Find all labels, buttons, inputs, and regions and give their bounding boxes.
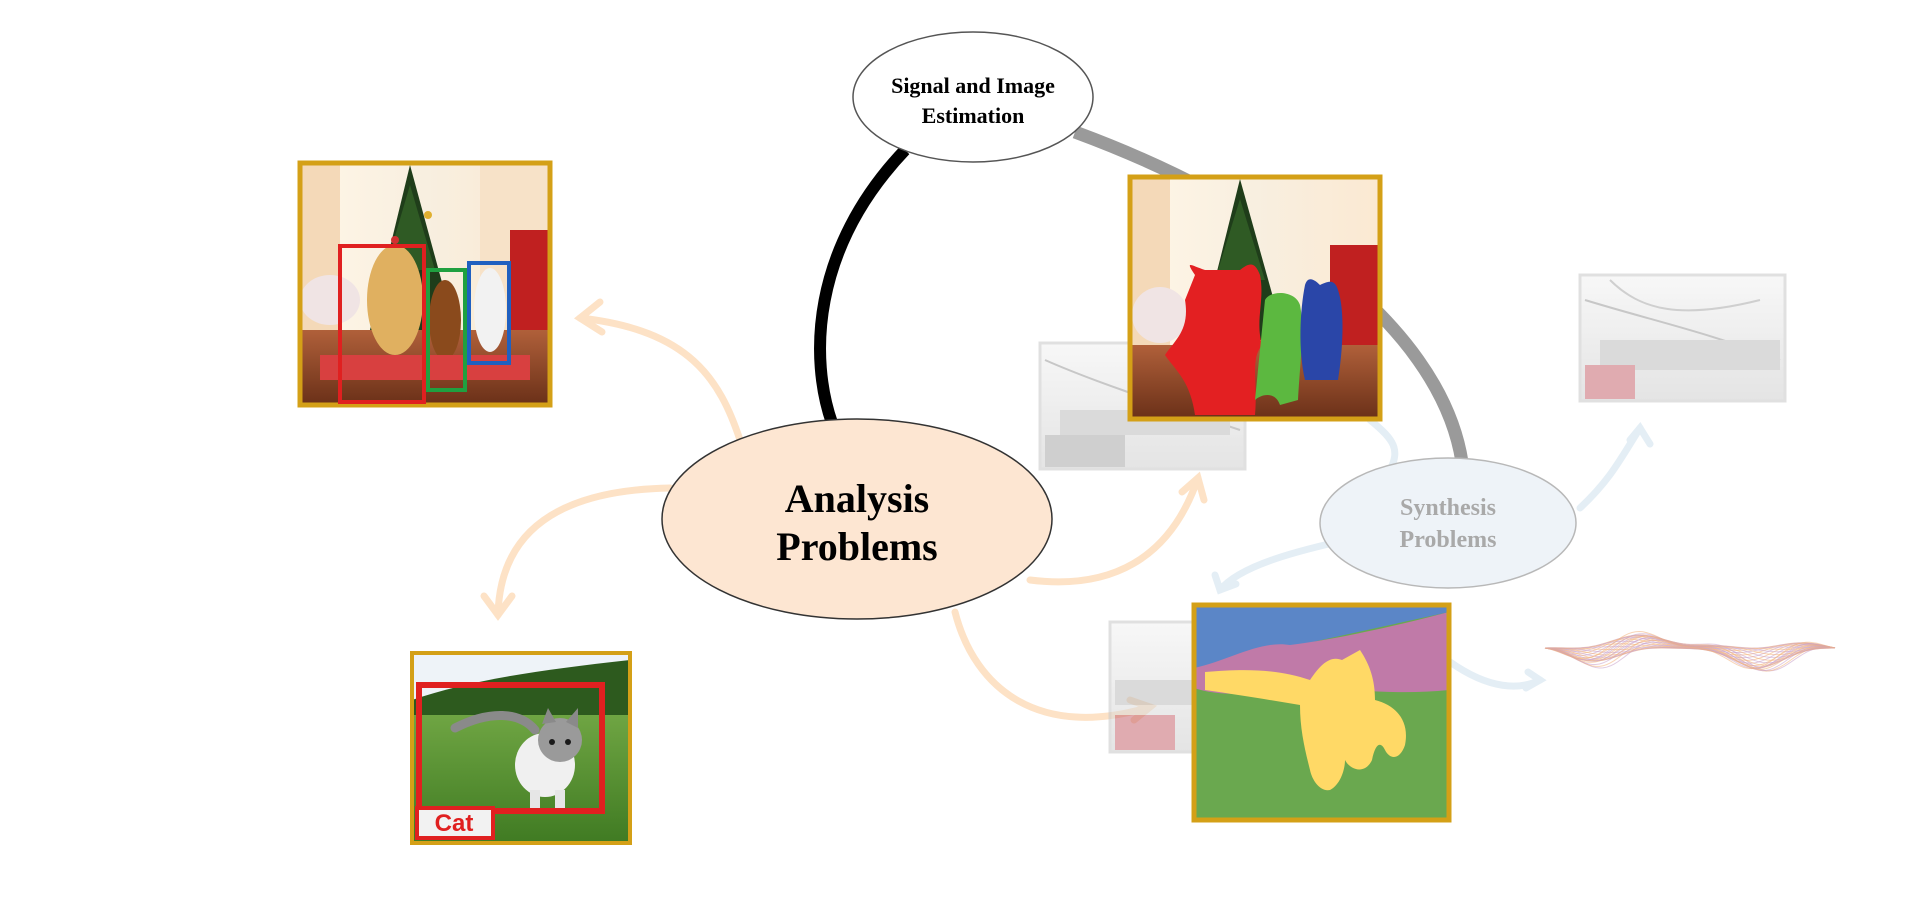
winter-scene-photo-right [1578,273,1787,403]
signal-line2: Estimation [922,103,1025,128]
signal-line1: Signal and Image [891,73,1055,98]
cat-bounding-box [467,261,511,365]
detection-image [297,160,553,408]
analysis-line1: Analysis [785,476,930,521]
cat-label-tag [415,806,495,840]
puppy-bounding-box [426,268,467,392]
kitten-bounding-box [416,682,605,814]
signal-estimation-node: Signal and Image Estimation [852,31,1094,163]
waveform-line [1544,630,1836,670]
dog-bounding-box [338,244,426,404]
black-cycle-arc [814,145,910,425]
synthesis-problems-node: Synthesis Problems [1319,457,1577,589]
waveform-line [1544,633,1836,670]
waveform-graphic [1544,630,1836,672]
analysis-line2: Problems [776,524,937,569]
semantic-map-image [1191,602,1452,823]
analysis-problems-node: Analysis Problems [661,418,1053,620]
synthesis-line1: Synthesis [1400,495,1496,521]
synthesis-line2: Problems [1400,527,1497,553]
kitten-image: Cat [410,651,632,845]
winter-scene-photo-lower [1108,620,1202,754]
cat-label-text: Cat [435,810,474,837]
segmentation-image [1127,174,1383,422]
